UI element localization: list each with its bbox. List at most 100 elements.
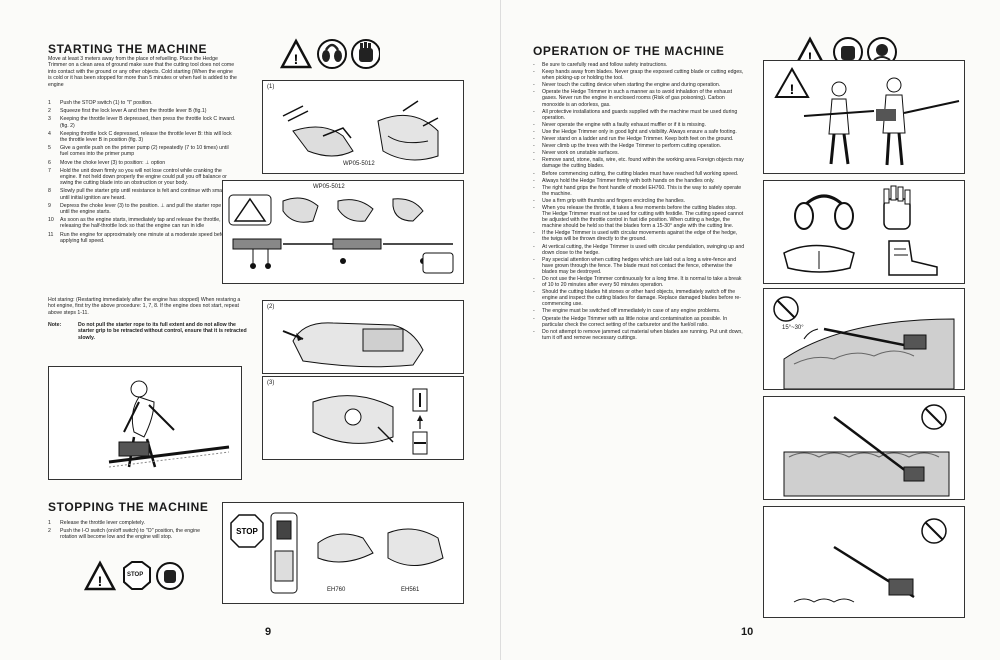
figure-vertical-cut xyxy=(763,396,965,500)
figure-3: (3) xyxy=(262,376,464,460)
list-item: Never stand on a ladder and run the Hedg… xyxy=(533,136,745,142)
list-item: At vertical cutting, the Hedge Trimmer i… xyxy=(533,244,745,256)
page-number: 10 xyxy=(741,626,754,638)
list-item: Never touch the cutting device when star… xyxy=(533,82,745,88)
list-item: Remove sand, stone, nails, wire, etc. fo… xyxy=(533,157,745,169)
list-item: Keep hands away from blades. Never grasp… xyxy=(533,69,745,81)
figure-label: (2) xyxy=(267,304,275,310)
safety-icons-row: ! xyxy=(280,38,380,69)
list-item: Operate the Hedge Trimmer with as little… xyxy=(533,316,745,328)
list-item: The engine must be switched off immediat… xyxy=(533,308,745,314)
figure-stop-switch: STOP EH760 EH561 xyxy=(222,502,464,604)
figure-pull-start xyxy=(48,366,242,480)
stop-switch-illustration: STOP xyxy=(230,512,444,594)
note-text: Do not pull the starter rope to its full… xyxy=(78,322,247,341)
list-item: Use the Hedge Trimmer only in good light… xyxy=(533,129,745,135)
choke-lever-illustration xyxy=(312,388,428,455)
model-label: EH760 xyxy=(327,587,346,593)
starting-steps-illustration xyxy=(228,194,454,274)
goggles-icon xyxy=(783,244,855,273)
top-cut-illustration xyxy=(793,518,947,603)
list-item: Before commencing cutting, the cutting b… xyxy=(533,171,745,177)
operators-illustration: ! xyxy=(774,66,960,166)
figure-strip: WP05-5012 xyxy=(222,180,464,284)
ear-muffs-icon xyxy=(794,194,854,230)
page-9: STARTING THE MACHINE ! Move at least 3 m… xyxy=(48,38,464,638)
list-item: The right hand grips the front handle of… xyxy=(533,185,745,197)
section-title-operation: OPERATION OF THE MACHINE xyxy=(533,44,725,58)
list-item: Do not attempt to remove jammed cut mate… xyxy=(533,329,745,341)
figure-label: (1) xyxy=(267,84,275,90)
boot-icon xyxy=(888,240,938,276)
list-item: Always hold the Hedge Trimmer firmly wit… xyxy=(533,178,745,184)
figure-hedge-angle: 15°~30° xyxy=(763,288,965,390)
vertical-cut-illustration xyxy=(783,404,950,497)
list-item: If the Hedge Trimmer is used with circul… xyxy=(533,230,745,242)
operation-rules-list: Be sure to carefully read and follow saf… xyxy=(533,62,745,342)
svg-text:!: ! xyxy=(98,573,103,589)
page-10: OPERATION OF THE MACHINE ! Be sure to ca… xyxy=(500,0,1000,660)
operator-pulling-starter-illustration xyxy=(108,380,230,468)
figure-2: (2) xyxy=(262,300,464,374)
glove-icon xyxy=(883,185,911,230)
figure-code: WP05-5012 xyxy=(313,184,345,190)
protective-equipment-illustration xyxy=(783,185,938,276)
stop-sign-icon xyxy=(123,561,151,590)
section-title-stopping: STOPPING THE MACHINE xyxy=(48,500,209,514)
figure-ppe xyxy=(763,180,965,284)
warning-triangle-icon: ! xyxy=(84,560,117,591)
hedge-angle-illustration xyxy=(773,296,955,389)
warning-triangle-icon: ! xyxy=(280,38,313,69)
list-item: Do not use the Hedge Trimmer continuousl… xyxy=(533,276,745,288)
primer-pump-illustration xyxy=(282,322,424,368)
figure-operators: ! xyxy=(763,60,965,174)
list-item: When you release the throttle, it takes … xyxy=(533,205,745,229)
svg-text:!: ! xyxy=(294,51,299,67)
intro-text: Move at least 3 meters away from the pla… xyxy=(48,56,237,88)
svg-text:!: ! xyxy=(808,49,813,65)
ear-protection-icon xyxy=(317,39,347,69)
note-label: Note: xyxy=(48,322,62,328)
figure-top-cut xyxy=(763,506,965,618)
figure-1: (1) WP05-5012 xyxy=(262,80,464,174)
section-title-starting: STARTING THE MACHINE xyxy=(48,42,208,56)
list-item: Be sure to carefully read and follow saf… xyxy=(533,62,745,68)
list-item: Never operate the engine with a faulty e… xyxy=(533,122,745,128)
gloves-icon xyxy=(156,562,184,590)
list-item: Never work on unstable surfaces. xyxy=(533,150,745,156)
protective-gear-icon xyxy=(867,37,897,67)
list-item: All protective installations and guards … xyxy=(533,109,745,121)
stop-icons-row: ! xyxy=(84,560,184,591)
svg-text:STOP: STOP xyxy=(236,527,258,536)
model-label: EH561 xyxy=(401,587,420,593)
svg-text:!: ! xyxy=(790,81,795,97)
figure-label: (3) xyxy=(267,380,275,386)
list-item: Should the cutting blades hit stones or … xyxy=(533,289,745,307)
stop-sign-text: STOP xyxy=(127,572,144,578)
gloves-icon xyxy=(351,39,380,69)
page-number: 9 xyxy=(265,626,272,638)
throttle-hand-illustration xyxy=(282,100,439,161)
list-item: Use a firm grip with thumbs and fingers … xyxy=(533,198,745,204)
angle-label: 15°~30° xyxy=(782,325,804,331)
figure-code: WP05-5012 xyxy=(343,161,375,167)
warning-triangle-icon xyxy=(774,66,810,98)
list-item: Operate the Hedge Trimmer in such a mann… xyxy=(533,89,745,107)
hot-start-text: Hot staring: (Restarting immediately aft… xyxy=(48,297,241,316)
list-item: Never climb up the trees with the Hedge … xyxy=(533,143,745,149)
